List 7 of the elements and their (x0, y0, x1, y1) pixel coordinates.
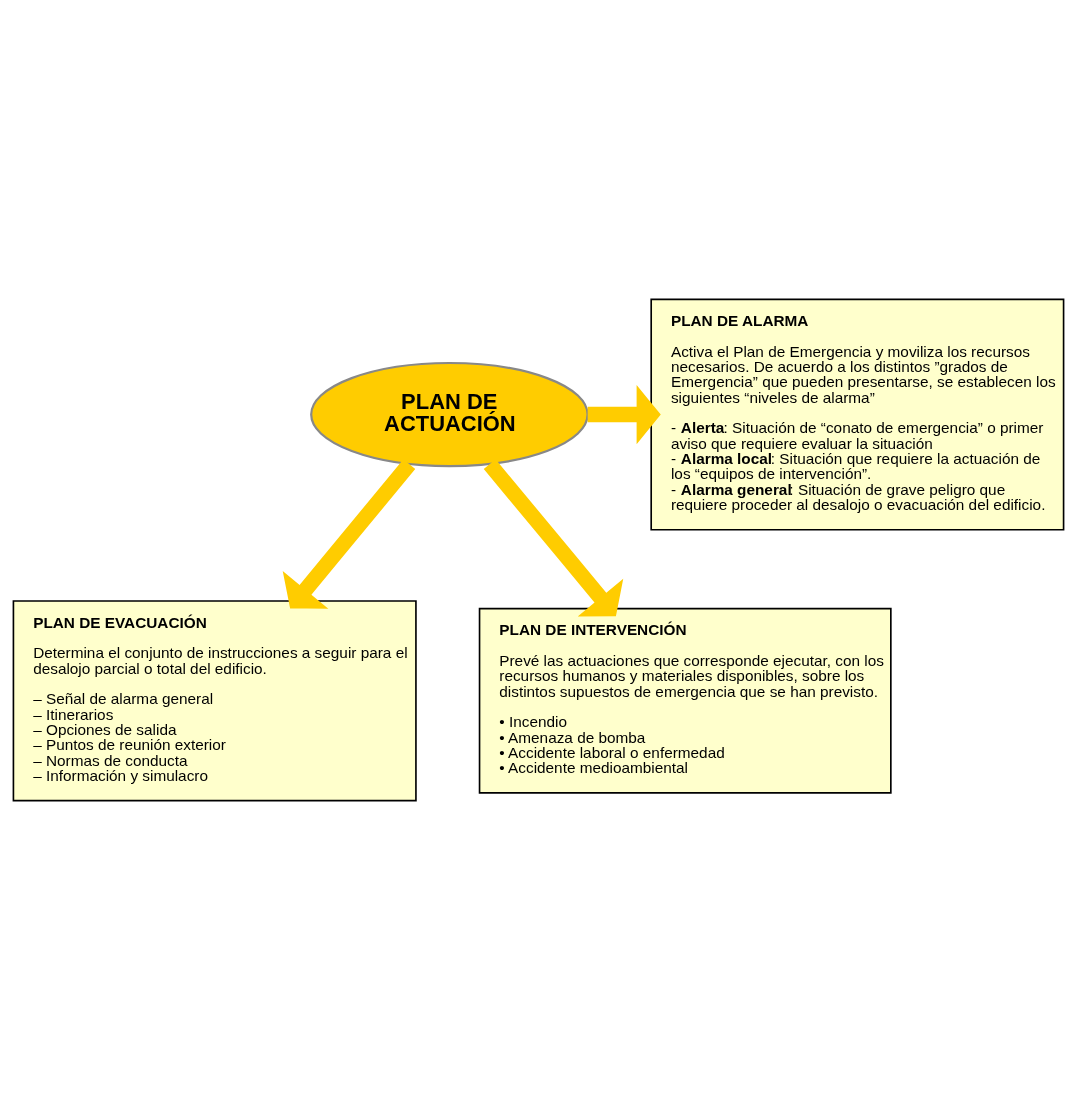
node-box: PLAN DE INTERVENCIÓN Prevé las actuaciones que corresponde ejecutar, con los recursos humanos y materiales disponibles, sobre los distintos supuestos de emergencia que se han previsto. • Incendio • Amenaza de bomba • Accidente laboral o enfermedad • Accidente medioambiental (478, 607, 892, 794)
node-ellipse: PLAN DE ACTUACIÓN (310, 361, 589, 468)
arrow (483, 459, 624, 617)
arrow (587, 384, 661, 445)
arrow (282, 459, 416, 609)
node-box: PLAN DE ALARMA Activa el Plan de Emergencia y moviliza los recursos necesarios. De acuerdo a los distintos ”grados de Emergencia” que pueden presentarse, se establecen los siguientes “niveles de alarma” - Alerta: Situación de “conato de emergencia” o primer aviso que requiere evaluar la situación - Alarma local: Situación que requiere la actuación de los “equipos de intervención”. - Alarma general: Situación de grave peligro que requiere proceder al desalojo o evacuación del edificio. (650, 298, 1065, 531)
node-box: PLAN DE EVACUACIÓN Determina el conjunto de instrucciones a seguir para el desalojo parcial o total del edificio. – Señal de alarma general – Itinerarios – Opciones de salida – Puntos de reunión exterior – Normas de conducta – Información y simulacro (12, 600, 417, 802)
